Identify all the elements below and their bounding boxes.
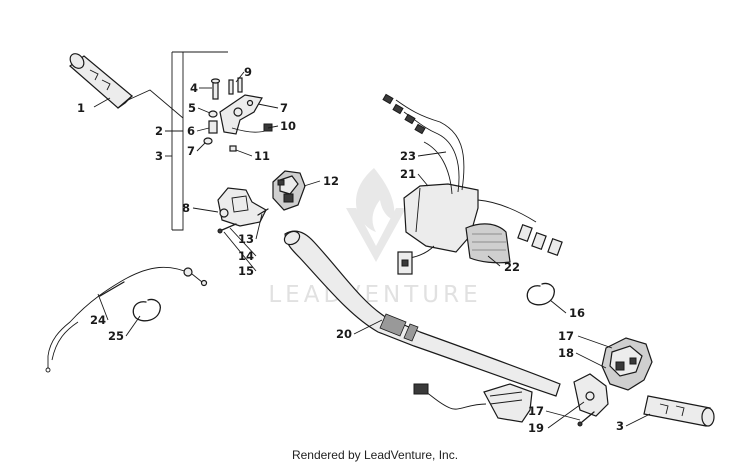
callout-20: 19 bbox=[528, 421, 544, 435]
callout-7-upper: 5 bbox=[188, 101, 196, 115]
callout-3-left: 1 bbox=[77, 101, 85, 115]
callout-4: 2 bbox=[155, 124, 163, 138]
spacer bbox=[208, 120, 218, 134]
switch-housing-left bbox=[272, 170, 306, 211]
throttle-cable bbox=[45, 266, 208, 373]
spring-pins bbox=[228, 77, 243, 95]
callout-23: 22 bbox=[504, 260, 520, 274]
washer-lower bbox=[203, 137, 213, 145]
handlebar bbox=[283, 230, 561, 397]
callout-18: 17 bbox=[558, 329, 574, 343]
pin-bolt bbox=[210, 78, 221, 100]
wire-harness bbox=[382, 93, 563, 275]
callout-7-lower: 7 bbox=[187, 144, 195, 158]
screw-15 bbox=[257, 208, 269, 216]
callout-5: 3 bbox=[155, 149, 163, 163]
callout-16: 14 bbox=[238, 249, 254, 263]
leadventure-watermark: LEADVENTURE bbox=[268, 168, 481, 308]
pad-end-cap bbox=[465, 223, 511, 264]
callout-10: 7 bbox=[280, 101, 288, 115]
callout-6: 4 bbox=[190, 81, 198, 95]
right-mount-bracket bbox=[573, 373, 609, 417]
watermark-flame-logo bbox=[346, 168, 406, 262]
left-hand-grip bbox=[69, 53, 184, 119]
callout-2: 25 bbox=[108, 329, 124, 343]
throttle-lever bbox=[219, 94, 263, 135]
callout-bracket bbox=[171, 51, 228, 231]
callout-14: 12 bbox=[323, 174, 339, 188]
handlebar-pad bbox=[403, 183, 479, 253]
callout-22: 21 bbox=[400, 167, 416, 181]
right-hand-grip bbox=[643, 395, 715, 427]
callout-11: 9 bbox=[244, 65, 252, 79]
screw-16 bbox=[217, 223, 237, 234]
callout-15: 13 bbox=[238, 232, 254, 246]
callout-21: 20 bbox=[336, 327, 352, 341]
callout-24: 23 bbox=[400, 149, 416, 163]
callout-17-right: 17 bbox=[528, 404, 544, 418]
callout-12: 10 bbox=[280, 119, 296, 133]
callout-labels: 1 2 3 4 5 6 7 8 7 9 10 11 12 13 14 15 16… bbox=[77, 65, 624, 435]
render-credit: Rendered by LeadVenture, Inc. bbox=[291, 448, 459, 462]
callout-13: 11 bbox=[254, 149, 270, 163]
throttle-housing bbox=[217, 187, 267, 227]
thumb-warmer bbox=[413, 383, 533, 423]
retaining-ring-right bbox=[526, 282, 555, 306]
retaining-ring-left bbox=[132, 298, 161, 322]
callout-1: 16 bbox=[569, 306, 585, 320]
leader-lines bbox=[93, 71, 651, 429]
callout-25: 24 bbox=[90, 313, 106, 327]
callout-19: 18 bbox=[558, 346, 574, 360]
switch-housing-right bbox=[601, 337, 653, 391]
nut-13 bbox=[229, 145, 237, 152]
callout-8: 6 bbox=[187, 124, 195, 138]
washer-upper bbox=[208, 110, 218, 118]
watermark-text: LEADVENTURE bbox=[268, 282, 481, 308]
screw-17-right bbox=[577, 411, 595, 427]
callout-17-left: 15 bbox=[238, 264, 254, 278]
callout-3-right: 3 bbox=[616, 419, 624, 433]
callout-9: 8 bbox=[182, 201, 190, 215]
